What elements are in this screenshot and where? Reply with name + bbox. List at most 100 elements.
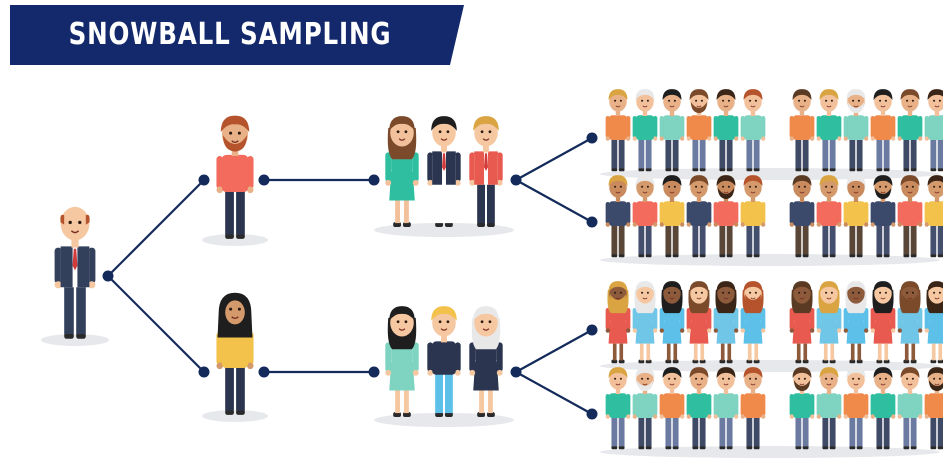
- shoe: [849, 167, 856, 172]
- hand: [918, 136, 923, 141]
- hand: [659, 222, 664, 227]
- eye: [722, 291, 725, 294]
- connector-node: [198, 366, 210, 378]
- leg: [754, 343, 759, 361]
- hand: [454, 369, 461, 376]
- mouth: [853, 383, 859, 386]
- shoe: [937, 253, 943, 258]
- shoe: [665, 167, 672, 172]
- leg: [903, 224, 910, 255]
- hand: [897, 136, 902, 141]
- face: [663, 91, 681, 112]
- leg: [618, 138, 625, 169]
- face: [60, 206, 90, 241]
- hair: [635, 281, 655, 292]
- hair: [927, 175, 943, 186]
- hand: [686, 136, 691, 141]
- arm: [891, 394, 896, 416]
- shoe: [883, 359, 890, 364]
- eye: [852, 377, 855, 380]
- neck: [71, 239, 79, 248]
- mouth: [907, 383, 913, 386]
- hand: [216, 186, 223, 194]
- connector-line: [107, 275, 205, 373]
- shoe: [611, 359, 618, 364]
- shoe: [719, 167, 726, 172]
- arm: [707, 202, 712, 224]
- crowd-person: [816, 89, 842, 172]
- connector-node: [368, 174, 380, 186]
- leg: [638, 138, 645, 169]
- shoe: [444, 412, 453, 418]
- hand: [837, 414, 842, 419]
- leg: [822, 138, 829, 169]
- shoe: [910, 445, 917, 450]
- crowd-person: [659, 367, 685, 450]
- shoe: [64, 332, 74, 339]
- arm: [412, 152, 419, 182]
- leg: [645, 224, 652, 255]
- arm: [653, 308, 658, 330]
- jacket-left: [432, 151, 443, 185]
- eye: [614, 291, 617, 294]
- connector-line: [515, 329, 593, 373]
- crowd-person: [713, 367, 739, 450]
- hair: [900, 367, 920, 378]
- arm: [659, 202, 664, 224]
- shoe: [753, 359, 760, 364]
- mouth: [723, 105, 729, 108]
- crowd-person: [713, 175, 739, 258]
- mouth: [907, 105, 913, 108]
- shoe: [876, 359, 883, 364]
- mouth: [231, 140, 239, 144]
- leg: [692, 224, 699, 255]
- shoe: [930, 359, 937, 364]
- crowd-person: [740, 367, 766, 450]
- arm: [385, 152, 392, 182]
- crowd-person: [632, 367, 658, 450]
- eye: [438, 320, 442, 324]
- mouth: [880, 191, 886, 194]
- jacket-right: [487, 151, 498, 185]
- level2-bottom-shadow: [202, 410, 268, 422]
- arm: [216, 332, 223, 365]
- arm: [659, 116, 664, 138]
- arm: [680, 202, 685, 224]
- connector-node: [258, 366, 270, 378]
- leg: [726, 416, 733, 447]
- hair: [927, 367, 943, 378]
- hand: [734, 136, 739, 141]
- eye: [798, 99, 801, 102]
- hair: [927, 89, 943, 100]
- connector-node: [586, 408, 598, 420]
- crowd-person: [924, 281, 943, 364]
- leg: [849, 224, 856, 255]
- arm: [843, 202, 848, 224]
- leg: [903, 138, 910, 169]
- torso: [928, 115, 943, 140]
- arm: [680, 308, 685, 330]
- arm: [897, 202, 902, 224]
- crowd-person: [713, 89, 739, 172]
- eye: [68, 220, 72, 225]
- arm: [918, 116, 923, 138]
- hand: [707, 414, 712, 419]
- shoe: [822, 359, 829, 364]
- root-person: [54, 206, 96, 339]
- eye: [619, 185, 622, 188]
- eye: [852, 291, 855, 294]
- mouth: [70, 230, 80, 234]
- face: [717, 283, 735, 304]
- neck: [880, 196, 886, 202]
- neck: [615, 110, 621, 116]
- hand: [385, 369, 392, 376]
- crowd-person: [897, 281, 923, 364]
- shoe: [883, 445, 890, 450]
- leg: [930, 138, 937, 169]
- beard: [794, 380, 810, 392]
- eye: [749, 99, 752, 102]
- torso: [874, 201, 892, 226]
- shoe: [726, 167, 733, 172]
- crowd-person: [686, 175, 712, 258]
- eye: [830, 185, 833, 188]
